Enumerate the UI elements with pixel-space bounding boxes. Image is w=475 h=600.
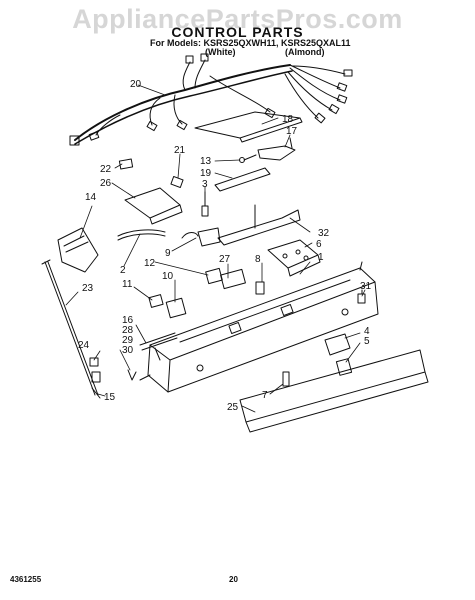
callout-16: 16 <box>122 315 134 326</box>
callout-23: 23 <box>82 283 94 294</box>
callout-8: 8 <box>255 254 261 265</box>
callout-25: 25 <box>227 402 239 413</box>
footer-part-number: 4361255 <box>10 575 42 584</box>
callout-11: 11 <box>122 279 133 290</box>
bracket-16 <box>139 332 176 346</box>
part-10 <box>165 297 187 319</box>
callout-21: 21 <box>174 145 186 156</box>
control-knob <box>197 227 221 247</box>
switch-4-5 <box>324 333 351 356</box>
callout-7: 7 <box>262 390 268 401</box>
callout-13: 13 <box>200 156 212 167</box>
callout-24: 24 <box>78 340 90 351</box>
callout-2: 2 <box>120 265 126 276</box>
diagram-title: CONTROL PARTS <box>171 24 304 40</box>
wiring-harness <box>69 53 353 146</box>
clip-21 <box>170 176 184 188</box>
callout-9: 9 <box>165 248 171 259</box>
screw-7 <box>282 371 290 387</box>
variant-white: (White) <box>205 47 236 57</box>
callout-20: 20 <box>130 79 142 90</box>
callout-26: 26 <box>100 178 112 189</box>
part-27 <box>220 268 246 290</box>
callout-18: 18 <box>282 114 294 125</box>
callout-4: 4 <box>364 326 370 337</box>
callout-12: 12 <box>144 258 156 269</box>
part-24 <box>89 357 99 367</box>
thermostat-assembly <box>214 167 271 192</box>
footer-page-number: 20 <box>229 575 238 584</box>
callout-labels: 20 18 17 21 13 19 22 26 3 14 32 6 9 12 2… <box>78 79 372 413</box>
insulation-pad <box>124 187 181 219</box>
variant-almond: (Almond) <box>285 47 325 57</box>
relay-12 <box>205 267 223 285</box>
rod-23 <box>44 261 96 396</box>
clip-11 <box>148 294 164 308</box>
callout-14: 14 <box>85 192 97 203</box>
callout-5: 5 <box>364 336 370 347</box>
callout-17: 17 <box>286 126 298 137</box>
callout-30: 30 <box>122 345 134 356</box>
callout-15: 15 <box>104 392 116 403</box>
callout-31: 31 <box>360 281 372 292</box>
callout-19: 19 <box>200 168 212 179</box>
callout-6: 6 <box>316 239 322 250</box>
callout-29: 29 <box>122 335 134 346</box>
bracket-32 <box>217 209 301 246</box>
models-line: For Models: KSRS25QXWH11, KSRS25QXAL11 <box>150 38 351 48</box>
callout-32: 32 <box>318 228 330 239</box>
front-panel <box>239 349 426 423</box>
callout-22: 22 <box>100 164 112 175</box>
capillary-tube <box>117 229 166 237</box>
callout-28: 28 <box>122 325 134 336</box>
callout-27: 27 <box>219 254 231 265</box>
callout-3: 3 <box>202 179 208 190</box>
callout-10: 10 <box>162 271 174 282</box>
watermark: AppliancePartsPros.com <box>72 4 403 34</box>
side-panel <box>57 227 99 273</box>
control-housing <box>139 261 379 393</box>
callout-1: 1 <box>318 252 324 263</box>
